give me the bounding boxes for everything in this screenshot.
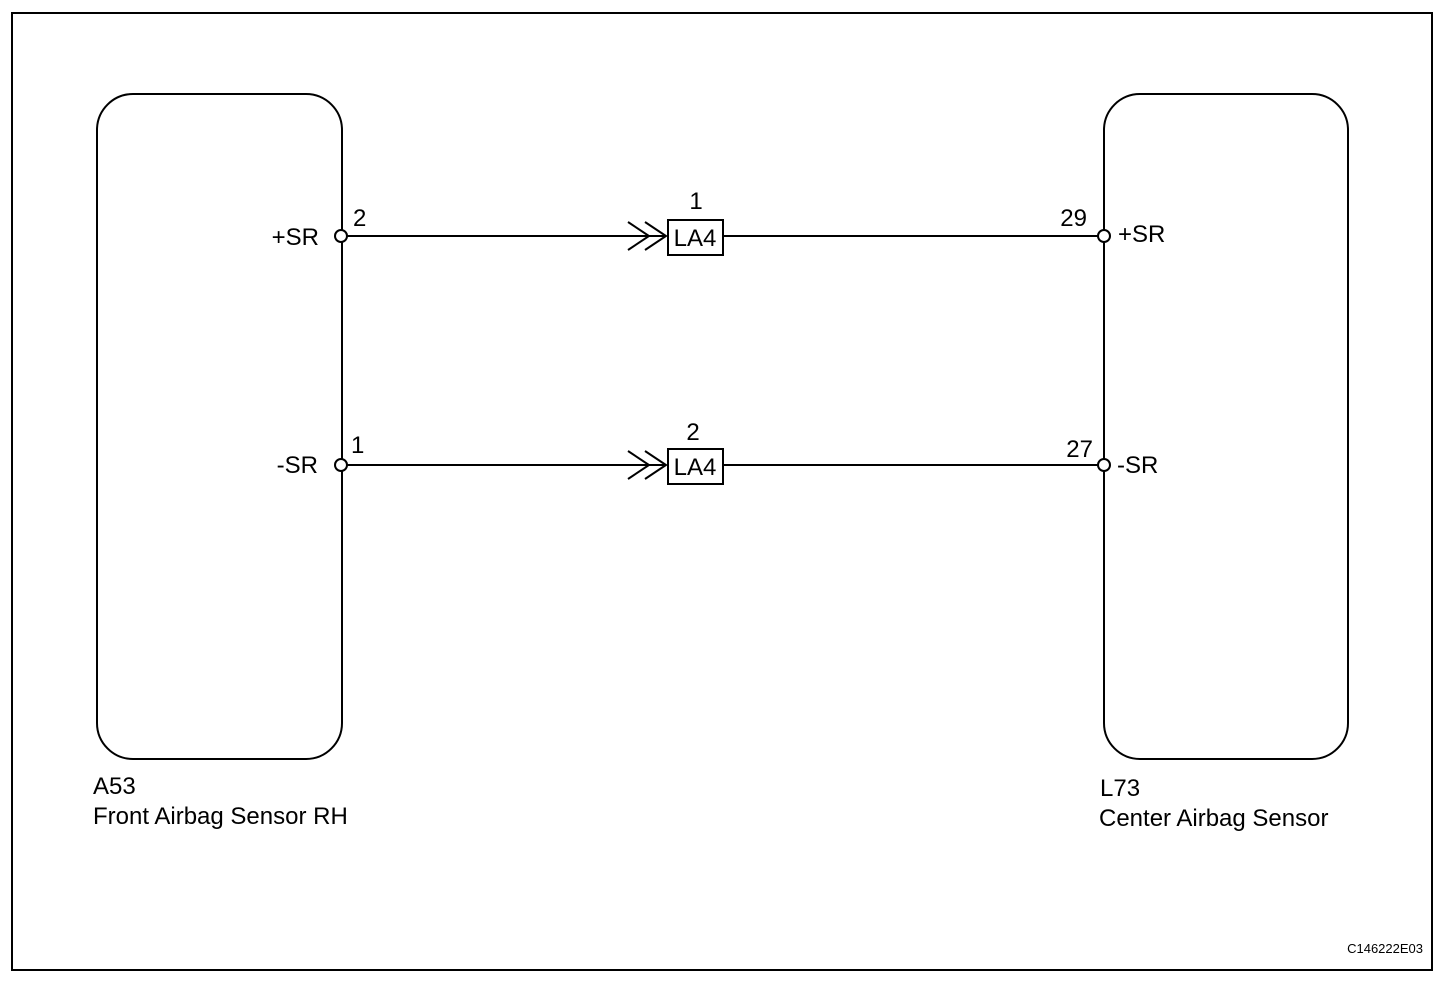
connector-label-1: LA4 (674, 225, 717, 252)
connector-box-2 (667, 448, 724, 485)
left-component-name: Front Airbag Sensor RH (93, 803, 348, 830)
right-pin-27: 27 (1066, 436, 1093, 463)
right-signal-plus-sr: +SR (1118, 221, 1165, 248)
diagram-frame (11, 12, 1433, 971)
connector-label-2: LA4 (674, 454, 717, 481)
terminal-right-minus-sr (1097, 458, 1111, 472)
right-component-code: L73 (1100, 775, 1140, 802)
connector-box-1 (667, 219, 724, 256)
connector-pin-2: 2 (686, 419, 699, 446)
left-signal-plus-sr: +SR (272, 224, 319, 251)
left-pin-1: 1 (351, 432, 364, 459)
terminal-left-minus-sr (334, 458, 348, 472)
terminal-left-plus-sr (334, 229, 348, 243)
drawing-code: C146222E03 (1347, 941, 1423, 956)
right-pin-29: 29 (1060, 205, 1087, 232)
connector-arrow-1a (627, 221, 651, 251)
connector-arrow-1b (644, 221, 668, 251)
connector-pin-1: 1 (689, 188, 702, 215)
right-signal-minus-sr: -SR (1117, 452, 1158, 479)
connector-arrow-2a (627, 450, 651, 480)
left-signal-minus-sr: -SR (277, 452, 318, 479)
left-component-code: A53 (93, 773, 136, 800)
left-component-body (96, 93, 343, 760)
terminal-right-plus-sr (1097, 229, 1111, 243)
left-pin-2: 2 (353, 205, 366, 232)
right-component-body (1103, 93, 1349, 760)
connector-arrow-2b (644, 450, 668, 480)
right-component-name: Center Airbag Sensor (1099, 805, 1328, 832)
